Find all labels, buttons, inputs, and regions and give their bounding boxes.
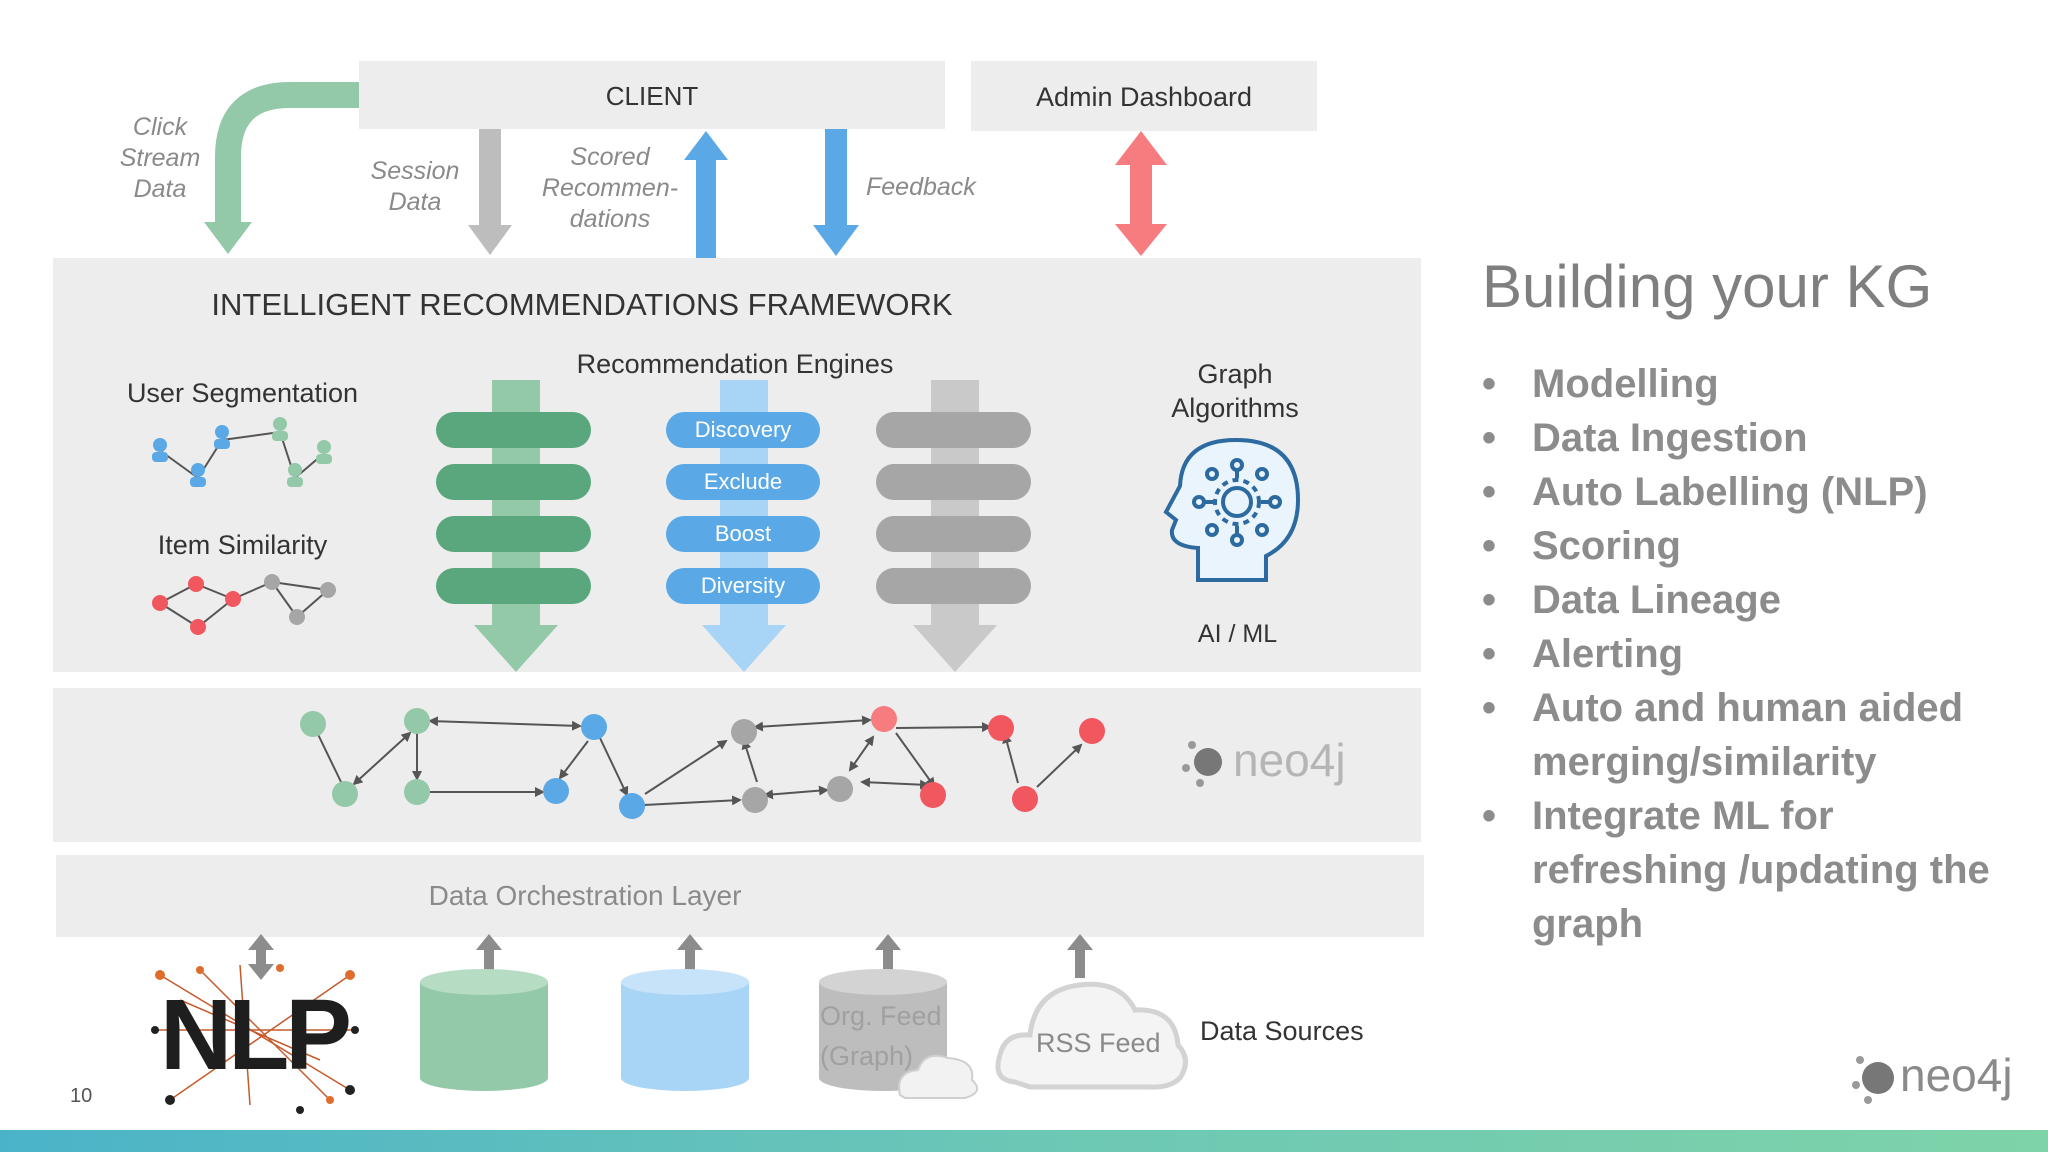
bullet-item: Integrate ML for refreshing /updating th… xyxy=(1482,789,2022,951)
bullet-item: Data Lineage xyxy=(1482,573,2022,627)
blue-database-icon xyxy=(621,969,749,1091)
engine-bars-green xyxy=(436,412,591,604)
session-data-label: Session Data xyxy=(370,157,460,216)
feedback-arrow xyxy=(813,129,859,256)
graph-algorithms-label: Graph Algorithms xyxy=(1171,359,1299,423)
engine-bars-gray xyxy=(876,412,1031,604)
item-similarity-label: Item Similarity xyxy=(157,530,328,560)
kg-bullet-list: Modelling Data Ingestion Auto Labelling … xyxy=(1482,357,2022,951)
neo4j-panel-logo-text: neo4j xyxy=(1233,734,1346,786)
user-segmentation-label: User Segmentation xyxy=(126,378,359,408)
rss-cloud-icon xyxy=(995,981,1188,1090)
ai-ml-label: AI / ML xyxy=(1197,620,1278,648)
bottom-gradient-band xyxy=(0,1130,2048,1152)
admin-dashboard-label: Admin Dashboard xyxy=(1035,82,1253,112)
bullet-item: Auto and human aided merging/similarity xyxy=(1482,681,2022,789)
knowledge-graph-nodes xyxy=(300,706,1105,819)
bullet-item: Data Ingestion xyxy=(1482,411,2022,465)
data-sources-label: Data Sources xyxy=(1200,1016,1364,1046)
neo4j-panel-icon xyxy=(1182,741,1222,787)
building-kg-title: Building your KG xyxy=(1482,253,1933,320)
nlp-network-graphic xyxy=(155,964,355,1106)
item-similarity-icon xyxy=(152,574,336,635)
nlp-network-dots xyxy=(151,964,359,1114)
client-box: CLIENT xyxy=(359,61,945,129)
admin-double-arrow xyxy=(1115,131,1167,256)
engine-step-diversity: Diversity xyxy=(666,568,820,604)
bullet-item: Alerting xyxy=(1482,627,2022,681)
click-stream-label: Click Stream Data xyxy=(119,113,201,203)
orchestration-label: Data Orchestration Layer xyxy=(428,880,742,911)
framework-title: INTELLIGENT RECOMMENDATIONS FRAMEWORK xyxy=(211,287,953,322)
user-segmentation-icon xyxy=(152,417,332,487)
bullet-item: Scoring xyxy=(1482,519,2022,573)
rss-feed-label: RSS Feed xyxy=(1036,1028,1161,1058)
green-database-icon xyxy=(420,969,548,1091)
scored-recommendations-label: Scored Recommen- dations xyxy=(541,143,679,233)
session-data-arrow xyxy=(468,129,512,255)
data-orchestration-layer: Data Orchestration Layer xyxy=(56,855,1424,937)
client-label: CLIENT xyxy=(605,81,699,111)
feedback-label: Feedback xyxy=(866,173,976,201)
org-feed-label: Org. Feed (Graph) xyxy=(820,1001,942,1071)
engine-step-exclude: Exclude xyxy=(666,464,820,500)
engines-label: Recommendation Engines xyxy=(576,349,894,379)
bullet-item: Auto Labelling (NLP) xyxy=(1482,465,2022,519)
neo4j-logo-text: neo4j xyxy=(1900,1049,2013,1101)
click-stream-arrow xyxy=(204,82,359,254)
graph-database-panel xyxy=(53,688,1421,842)
page-number: 10 xyxy=(70,1085,93,1107)
neo4j-logo-icon xyxy=(1852,1056,1894,1104)
ai-head-icon xyxy=(1163,437,1301,582)
engine-step-discovery: Discovery xyxy=(666,412,820,448)
bullet-item: Modelling xyxy=(1482,357,2022,411)
admin-dashboard-box: Admin Dashboard xyxy=(971,61,1317,131)
knowledge-graph xyxy=(311,715,1083,806)
scored-recommendations-arrow xyxy=(684,131,728,258)
org-feed-database-icon xyxy=(819,969,979,1099)
nlp-label: NLP xyxy=(160,979,352,1091)
engine-step-boost: Boost xyxy=(666,516,820,552)
source-arrows xyxy=(248,934,1093,980)
